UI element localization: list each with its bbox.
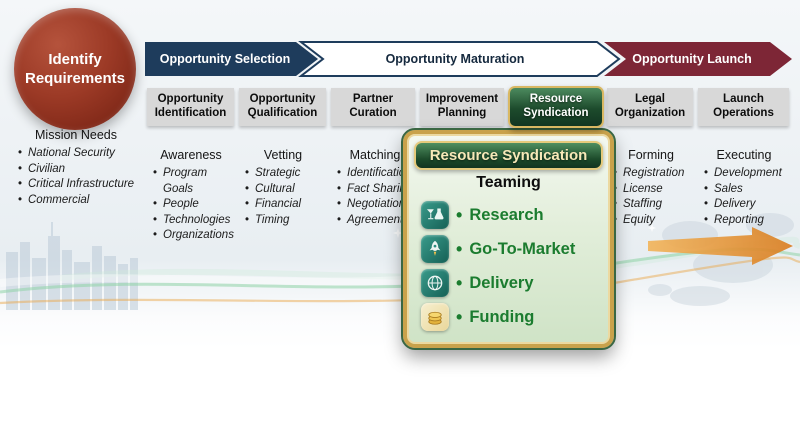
list-item: Financial xyxy=(245,197,329,213)
vetting-column: Vetting StrategicCulturalFinancialTiming xyxy=(237,148,329,228)
identify-label-line1: Identify xyxy=(48,50,102,68)
list-item: Identification xyxy=(337,166,421,182)
flow-arrow-art xyxy=(648,227,793,265)
rocket-icon xyxy=(421,235,449,263)
phase-label-opportunity-launch: Opportunity Launch xyxy=(632,52,752,66)
column-item-list: Program GoalsPeopleTechnologiesOrganizat… xyxy=(145,166,237,244)
matching-column: Matching IdentificationFact SharingNegot… xyxy=(329,148,421,228)
stage-header-partner-curation: Partner Curation xyxy=(331,88,415,126)
list-item: Technologies xyxy=(153,213,237,229)
executing-column: Executing DevelopmentSalesDeliveryReport… xyxy=(696,148,792,228)
list-item: Timing xyxy=(245,213,329,229)
panel-item-research: Research xyxy=(407,198,610,232)
list-item: Reporting xyxy=(704,213,792,229)
mission-needs-column: Mission Needs National SecurityCivilianC… xyxy=(10,128,142,208)
panel-item-delivery: Delivery xyxy=(407,266,610,300)
item-bullet xyxy=(456,308,462,326)
coins-icon xyxy=(421,303,449,331)
column-item-list: RegistrationLicenseStaffingEquity xyxy=(605,166,697,228)
column-title: Vetting xyxy=(263,148,303,162)
list-item: Commercial xyxy=(18,193,142,209)
panel-item-go-to-market: Go-To-Market xyxy=(407,232,610,266)
panel-item-label: Delivery xyxy=(469,273,534,292)
list-item: License xyxy=(613,182,697,198)
globe-delivery-icon xyxy=(421,269,449,297)
panel-item-label: Go-To-Market xyxy=(469,239,576,258)
column-title: Mission Needs xyxy=(35,128,117,142)
column-item-list: National SecurityCivilianCritical Infras… xyxy=(10,146,142,208)
list-item: Cultural xyxy=(245,182,329,198)
maturation-arrow-shape xyxy=(298,41,621,77)
panel-title: Resource Syndication xyxy=(414,141,603,170)
list-item: Program Goals xyxy=(153,166,237,197)
identify-label-line2: Requirements xyxy=(24,70,126,87)
item-bullet xyxy=(456,274,462,292)
panel-item-label: Funding xyxy=(469,307,535,326)
phase-label-opportunity-maturation: Opportunity Maturation xyxy=(385,52,525,66)
list-item: Sales xyxy=(704,182,792,198)
research-icon xyxy=(421,201,449,229)
list-item: Strategic xyxy=(245,166,329,182)
column-item-list: IdentificationFact SharingNegotiationsAg… xyxy=(329,166,421,228)
stage-header-launch-operations: Launch Operations xyxy=(698,88,789,126)
list-item: Delivery xyxy=(704,197,792,213)
column-title: Forming xyxy=(628,148,674,162)
phase-label-opportunity-selection: Opportunity Selection xyxy=(159,52,291,66)
list-item: Development xyxy=(704,166,792,182)
column-item-list: StrategicCulturalFinancialTiming xyxy=(237,166,329,228)
list-item: Registration xyxy=(613,166,697,182)
item-bullet xyxy=(456,206,462,224)
stage-header-opportunity-qualification: Opportunity Qualification xyxy=(239,88,326,126)
list-item: Organizations xyxy=(153,228,237,244)
stage-header-resource-syndication: Resource Syndication xyxy=(508,86,604,128)
list-item: Negotiations xyxy=(337,197,421,213)
list-item: Agreements xyxy=(337,213,421,229)
list-item: Equity xyxy=(613,213,697,229)
panel-subtitle: Teaming xyxy=(476,174,541,191)
stage-header-improvement-planning: Improvement Planning xyxy=(420,88,504,126)
column-title: Awareness xyxy=(160,148,222,162)
list-item: Fact Sharing xyxy=(337,182,421,198)
list-item: Staffing xyxy=(613,197,697,213)
identify-requirements-node: Identify Requirements xyxy=(14,8,136,130)
panel-item-label: Research xyxy=(469,205,544,224)
item-bullet xyxy=(456,240,462,258)
awareness-column: Awareness Program GoalsPeopleTechnologie… xyxy=(145,148,237,244)
list-item: Civilian xyxy=(18,162,142,178)
column-title: Executing xyxy=(716,148,772,162)
launch-arrow-shape xyxy=(604,42,792,76)
list-item: Critical Infrastructure xyxy=(18,177,142,193)
panel-item-funding: Funding xyxy=(407,300,610,334)
list-item: National Security xyxy=(18,146,142,162)
stage-header-legal-organization: Legal Organization xyxy=(607,88,693,126)
resource-syndication-panel: Resource Syndication Teaming Research xyxy=(401,128,616,350)
stage-header-opportunity-identification: Opportunity Identification xyxy=(147,88,234,126)
list-item: People xyxy=(153,197,237,213)
sparkles-art xyxy=(393,224,656,238)
forming-column: Forming RegistrationLicenseStaffingEquit… xyxy=(605,148,697,228)
column-title: Matching xyxy=(349,148,401,162)
column-item-list: DevelopmentSalesDeliveryReporting xyxy=(696,166,792,228)
selection-arrow-shape xyxy=(145,42,318,76)
